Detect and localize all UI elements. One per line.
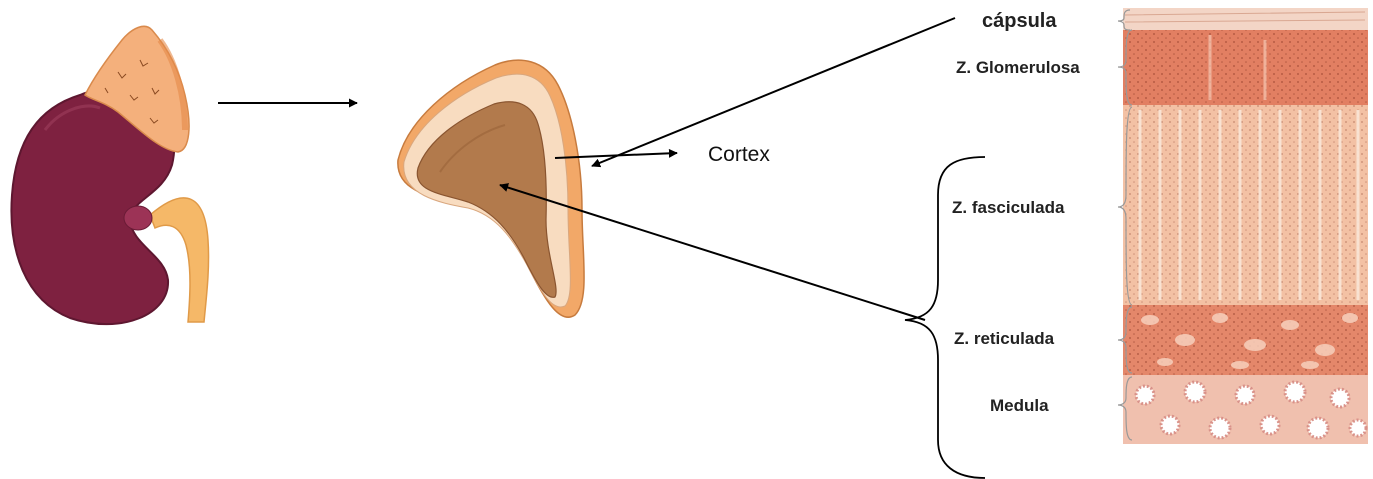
medulla-layer: [1123, 375, 1368, 445]
capsule-layer: [1123, 8, 1368, 30]
fasciculada-label: Z. fasciculada: [952, 198, 1065, 217]
kidney-illustration: [11, 26, 208, 324]
capsule-to-cortex-line: [592, 18, 955, 166]
capsula-label: cápsula: [982, 10, 1057, 32]
reticulada-label: Z. reticulada: [954, 329, 1055, 348]
histology-section: [1123, 8, 1368, 445]
cortex-label: Cortex: [708, 143, 770, 166]
glomerulosa-label: Z. Glomerulosa: [956, 58, 1080, 77]
adrenal-cross-section: [398, 60, 584, 317]
medula-label: Medula: [990, 396, 1049, 415]
